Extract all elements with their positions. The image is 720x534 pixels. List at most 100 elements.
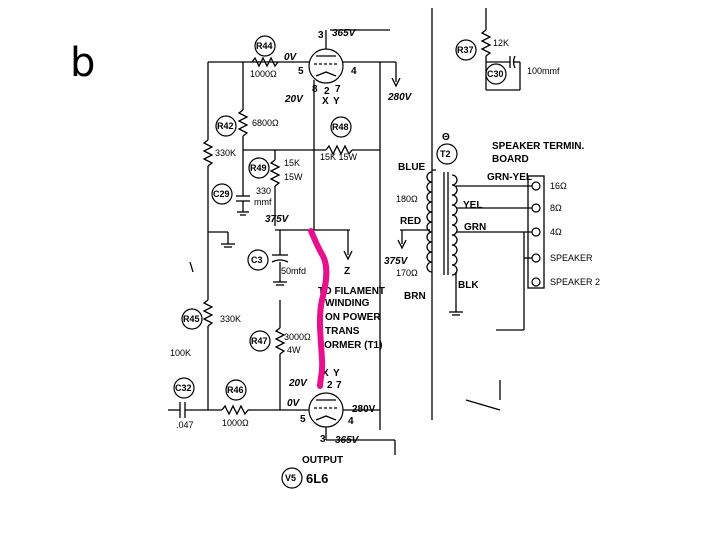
r45-id: R45 bbox=[183, 314, 200, 324]
c32: C32 .047 bbox=[168, 377, 222, 430]
bottom-v0: 0V bbox=[287, 398, 301, 409]
c32-id: C32 bbox=[175, 383, 192, 393]
filament-line-3: ON POWER bbox=[325, 312, 381, 323]
r49-id: R49 bbox=[250, 163, 267, 173]
r48-id: R48 bbox=[332, 122, 349, 132]
c3-id: C3 bbox=[251, 255, 263, 265]
t2-170: 170Ω bbox=[396, 268, 418, 278]
t2-grn-yel: GRN-YEL bbox=[487, 172, 532, 183]
r330k-top: 330K bbox=[202, 62, 236, 300]
bottom-pin-4: 4 bbox=[348, 416, 354, 427]
board-title-2: BOARD bbox=[492, 154, 529, 165]
top-v365: 365V bbox=[332, 28, 357, 39]
top-pin-y: Y bbox=[333, 96, 340, 107]
c3-value: 50mfd bbox=[281, 266, 306, 276]
r45: R45 330K 100K bbox=[170, 299, 241, 410]
top-v0: 0V bbox=[284, 52, 298, 63]
bottom-pin-x: X bbox=[322, 368, 329, 379]
r48-value: 15K 15W bbox=[320, 152, 358, 162]
r42-id: R42 bbox=[217, 121, 234, 131]
filament-note: TO FILAMENT WINDING ON POWER TRANS FORME… bbox=[318, 286, 385, 351]
r47: R47 3000Ω 4W bbox=[249, 300, 311, 410]
t2-brn: BRN bbox=[404, 291, 426, 302]
c29: C29 330 mmf bbox=[211, 150, 272, 216]
tap-8: 8Ω bbox=[550, 203, 562, 213]
t2-grn: GRN bbox=[464, 222, 486, 233]
r48: R48 15K 15W bbox=[243, 116, 380, 162]
top-tube: 3 365V 5 4 8 2 7 X Y 0V 20V 280V bbox=[284, 28, 413, 107]
t2-375v: 375V bbox=[384, 256, 409, 267]
bottom-v280: 280V bbox=[352, 404, 376, 415]
r49: R49 15K 15W bbox=[248, 150, 303, 226]
r44: R44 1000Ω bbox=[250, 35, 279, 79]
t2-blk: BLK bbox=[458, 280, 479, 291]
panel-label: b bbox=[70, 40, 96, 86]
c30-id: C30 bbox=[487, 69, 504, 79]
top-v280: 280V bbox=[387, 92, 413, 103]
bottom-pin-7: 7 bbox=[336, 380, 342, 391]
top-pin-3: 3 bbox=[318, 30, 324, 41]
filament-line-2: WINDING bbox=[325, 298, 370, 309]
top-pin-7: 7 bbox=[335, 84, 341, 95]
t2-id: T2 bbox=[440, 149, 451, 159]
top-pin-2: 2 bbox=[324, 86, 330, 97]
top-pin-x: X bbox=[322, 96, 329, 107]
speaker-out-1: SPEAKER bbox=[550, 253, 593, 263]
c32-value: .047 bbox=[176, 420, 194, 430]
v5-id: V5 bbox=[285, 473, 296, 483]
r330k-top-label: 330K bbox=[215, 148, 236, 158]
bottom-tube: 5 4 3 2 7 X Y 0V 20V 280V 365V bbox=[287, 368, 396, 455]
top-v20: 20V bbox=[284, 94, 304, 105]
bottom-tube-envelope bbox=[308, 392, 344, 428]
r47-value2: 4W bbox=[287, 345, 301, 355]
bottom-pin-y: Y bbox=[333, 368, 340, 379]
r44-id: R44 bbox=[256, 41, 273, 51]
r46: R46 1000Ω bbox=[221, 379, 309, 428]
r44-value: 1000Ω bbox=[250, 69, 277, 79]
output-label: OUTPUT bbox=[302, 455, 343, 466]
speaker-out-2: SPEAKER 2 bbox=[550, 277, 600, 287]
top-pin-4: 4 bbox=[351, 66, 357, 77]
v375-label: 375V bbox=[265, 214, 290, 225]
t2-red: RED bbox=[400, 216, 421, 227]
r49-value1: 15K bbox=[284, 158, 300, 168]
top-wiring bbox=[208, 29, 401, 430]
top-pin-5: 5 bbox=[298, 66, 304, 77]
filament-line-4: TRANS bbox=[325, 326, 360, 337]
r100k-label: 100K bbox=[170, 348, 191, 358]
top-tube-cathode bbox=[315, 71, 337, 77]
filament-line-1: TO FILAMENT bbox=[318, 286, 385, 297]
bottom-pin-3: 3 bbox=[320, 434, 326, 445]
r37-id: R37 bbox=[457, 45, 474, 55]
v5-type: 6L6 bbox=[306, 471, 328, 486]
top-tube-envelope bbox=[308, 48, 344, 84]
r47-id: R47 bbox=[251, 336, 268, 346]
t2-blue: BLUE bbox=[398, 162, 426, 173]
r45-value: 330K bbox=[220, 314, 241, 324]
bottom-v365: 365V bbox=[335, 435, 360, 446]
tap-4: 4Ω bbox=[550, 227, 562, 237]
r37-value: 12K bbox=[493, 38, 509, 48]
c3: C3 50mfd bbox=[247, 230, 306, 286]
tap-16: 16Ω bbox=[550, 181, 567, 191]
z-label: Z bbox=[344, 266, 350, 277]
r42-value: 6800Ω bbox=[252, 118, 279, 128]
speaker-terminal-board: SPEAKER TERMIN. BOARD 16Ω 8Ω 4Ω SPEAKER … bbox=[465, 141, 600, 411]
board-title-1: SPEAKER TERMIN. bbox=[492, 141, 584, 152]
t2-180: 180Ω bbox=[396, 194, 418, 204]
top-pin-8: 8 bbox=[312, 84, 318, 95]
filament-line-5: FORMER (T1) bbox=[318, 340, 382, 351]
c29-value2: mmf bbox=[254, 197, 272, 207]
r47-value1: 3000Ω bbox=[284, 332, 311, 342]
bottom-v20: 20V bbox=[288, 378, 308, 389]
v375-node: 375V Z bbox=[265, 214, 353, 277]
output-tube-label: OUTPUT V5 6L6 bbox=[281, 455, 343, 489]
bottom-pin-5: 5 bbox=[300, 414, 306, 425]
r46-value: 1000Ω bbox=[222, 418, 249, 428]
r42: R42 6800Ω bbox=[215, 109, 279, 150]
c30-value: 100mmf bbox=[527, 66, 560, 76]
r49-value2: 15W bbox=[284, 172, 303, 182]
ground-left bbox=[189, 231, 235, 273]
c29-value1: 330 bbox=[256, 186, 271, 196]
